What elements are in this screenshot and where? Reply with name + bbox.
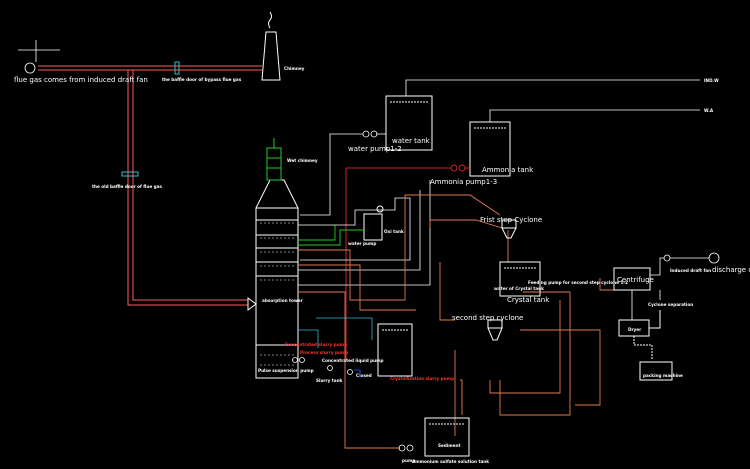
bypass-damper-label: the baffle door of bypass flue gas [162, 77, 242, 82]
water-tank-label: water tank [392, 137, 431, 145]
cyclone-separation [631, 290, 661, 320]
crystal-tank-label: Crystal tank [507, 296, 550, 304]
green-process-line [298, 225, 364, 246]
induced-fan [650, 252, 720, 276]
flue-gas-duct [38, 65, 262, 306]
sediment-label: Sediment [438, 443, 460, 448]
water-pump-icons [362, 130, 378, 138]
old-damper-icon [121, 171, 139, 177]
concentrated-pump-red-label: Concentrated slurry pump [285, 342, 347, 347]
dryer [618, 310, 661, 360]
tower-spray-nozzles [260, 222, 294, 366]
oxidation-tank-label: Oxi tank [384, 229, 404, 234]
water-pump-small-label: water pump [348, 241, 376, 246]
cyclone-separation-label: Cyclone separation [648, 302, 693, 307]
oxidation-tank [363, 205, 384, 241]
water-tank [385, 95, 433, 151]
packing-machine [639, 361, 673, 381]
second-cyclone-label: second step cyclone [452, 314, 523, 322]
chimney [261, 11, 281, 81]
ammonium-tank-label: Ammonium sulfate solution tank [412, 459, 489, 464]
old-damper-label: the old baffle door of flue gas [92, 184, 162, 189]
cyan-lines [298, 317, 373, 378]
flue-gas-inlet-marker [18, 40, 60, 74]
flue-gas-source-label: flue gas comes from induced draft fan [14, 76, 148, 84]
crystal-pump-label: water of Crystal tank [494, 286, 544, 291]
utility-lines [300, 79, 700, 216]
induced-fan-label: Induced draft fan [670, 268, 711, 273]
ammonium-sulfate-tank [424, 417, 470, 457]
ammonia-pump-icons [450, 164, 466, 172]
first-cyclone-label: Frist step Cyclone [480, 216, 542, 224]
ammonia-line [345, 167, 470, 360]
closed-cabinet-label: Closed [356, 373, 372, 378]
second-cyclone [487, 319, 503, 341]
bottom-pump-icons [398, 444, 414, 452]
ammonia-tank-label: Ammonia tank [482, 166, 534, 174]
absorption-tower [247, 179, 299, 379]
concentrated-tank [377, 323, 413, 377]
water-pump-label: water pump1-2 [348, 145, 402, 153]
slurry-tank-label: Slurry tank [316, 378, 343, 383]
first-cyclone [501, 219, 517, 239]
tower-process-lines [298, 180, 431, 286]
discharge-label: discharge de [712, 266, 750, 274]
packing-machine-label: packing machine [643, 373, 683, 378]
wet-chimney [266, 138, 282, 181]
slurry-pump-red-label: Crystallization slurry pump [390, 376, 454, 381]
slurry-lines [298, 194, 620, 449]
tower-bottom-pumps [292, 357, 353, 375]
bypass-damper-icon [174, 61, 180, 75]
process-pump-label: Process slurry pump [300, 350, 348, 355]
dryer-label: Dryer [628, 327, 642, 332]
pulse-pump-label: Pulse suspension pump [258, 368, 314, 373]
absorption-tower-label: absorption tower [262, 298, 304, 303]
wet-chimney-label: Wet chimney [287, 158, 318, 163]
crystal-tank [499, 261, 541, 297]
centrifuge-label: Centrifuge [617, 276, 654, 284]
industrial-water-label: IND.W [704, 78, 719, 83]
ammonia-pump-label: Ammonia pump1-3 [430, 178, 497, 186]
pump-label: pump [402, 458, 415, 463]
chimney-label: Chimney [284, 66, 305, 71]
concentrated-pump-label: Concentrated liquid pump [322, 358, 384, 363]
water-in-label: W.A [704, 108, 714, 113]
feeding-pump-label: Feeding pump for second step cyclone 1-2 [528, 280, 628, 285]
